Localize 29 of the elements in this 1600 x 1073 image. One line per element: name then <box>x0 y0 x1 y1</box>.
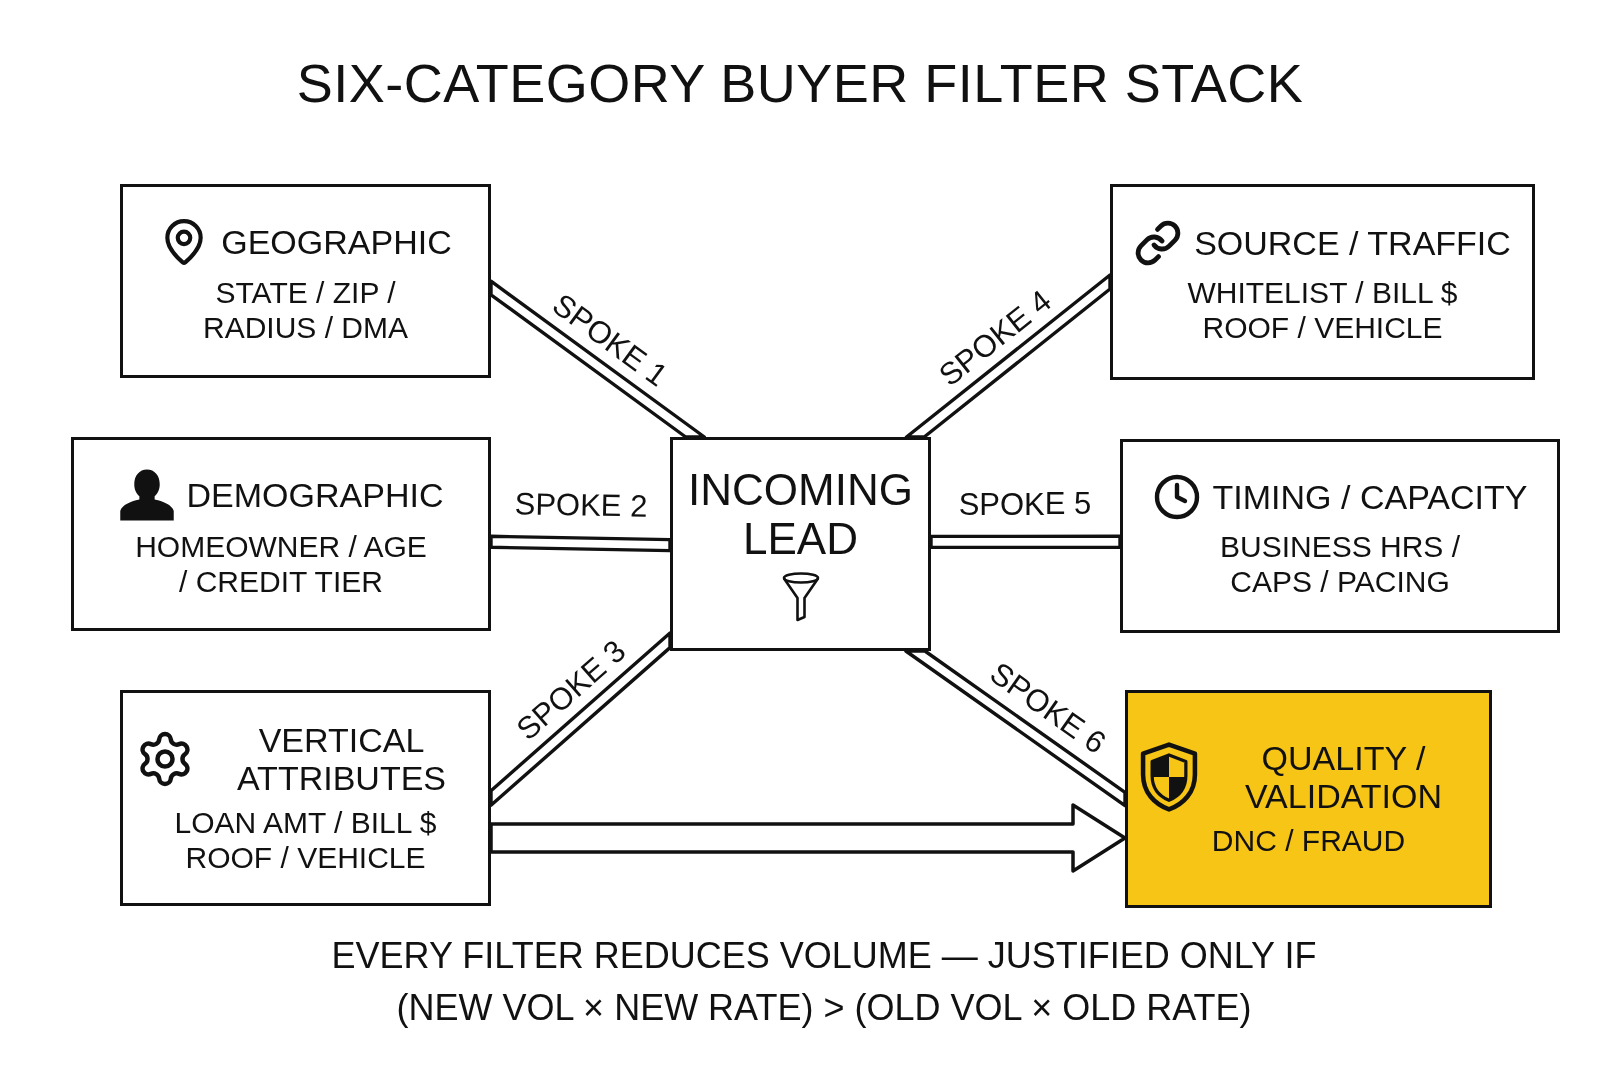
spoke-connector <box>904 273 1112 439</box>
box-heading: VERTICAL ATTRIBUTES <box>235 720 447 797</box>
box-text: STATE / ZIP / RADIUS / DMA <box>202 274 409 346</box>
spoke-connector <box>904 649 1127 808</box>
block-arrow <box>489 803 1127 873</box>
spoke-connector <box>929 534 1122 550</box>
spoke-connector <box>489 534 672 553</box>
filter-box <box>120 690 491 906</box>
box-text: BUSINESS HRS / CAPS / PACING <box>1218 528 1462 600</box>
filter-box <box>1120 439 1560 633</box>
box-heading: TIMING / CAPACITY <box>1212 477 1528 516</box>
box-heading: GEOGRAPHIC <box>221 222 452 261</box>
box-heading: DEMOGRAPHIC <box>186 475 444 514</box>
filter-box <box>1125 690 1492 908</box>
box-text: DNC / FRAUD <box>1210 823 1407 859</box>
diagram-caption: EVERY FILTER REDUCES VOLUME — JUSTIFIED ONLY IF (NEW VOL × NEW RATE) > (OLD VOL × OLD RATE) <box>330 934 1318 1031</box>
box-text: WHITELIST / BILL $ ROOF / VEHICLE <box>1186 274 1459 346</box>
box-heading: QUALITY / VALIDATION <box>1243 739 1444 816</box>
box-heading: SOURCE / TRAFFIC <box>1194 223 1511 262</box>
spoke-connector <box>489 279 707 439</box>
filter-box <box>71 437 491 631</box>
filter-box <box>1110 184 1535 380</box>
box-heading: INCOMING LEAD <box>687 464 914 564</box>
box-text: HOMEOWNER / AGE / CREDIT TIER <box>134 528 428 600</box>
filter-box <box>120 184 491 378</box>
box-text: LOAN AMT / BILL $ ROOF / VEHICLE <box>173 804 438 876</box>
spoke-connector <box>489 631 672 807</box>
diagram-title: SIX-CATEGORY BUYER FILTER STACK <box>296 52 1304 115</box>
lead-box <box>670 437 931 651</box>
